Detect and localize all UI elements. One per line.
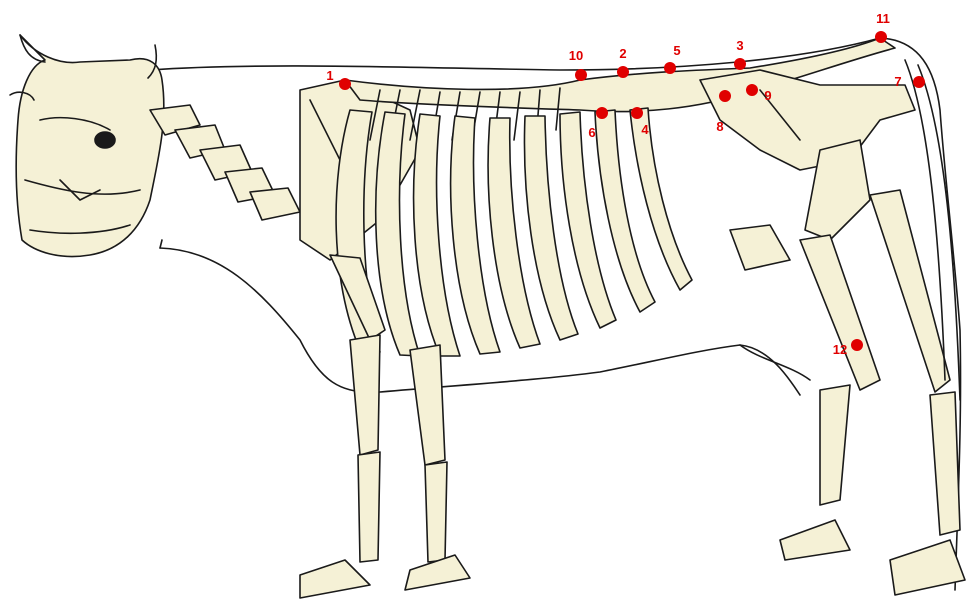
marker-dot xyxy=(339,78,351,90)
marker-3: 3 xyxy=(734,38,746,70)
marker-label: 9 xyxy=(764,88,771,103)
marker-label: 7 xyxy=(894,74,901,89)
skull xyxy=(16,35,164,257)
marker-dot xyxy=(575,69,587,81)
marker-dot xyxy=(617,66,629,78)
marker-2: 2 xyxy=(617,46,629,78)
marker-dot xyxy=(596,107,608,119)
marker-dot xyxy=(851,339,863,351)
marker-label: 5 xyxy=(673,43,680,58)
ribcage xyxy=(336,108,692,356)
marker-label: 3 xyxy=(736,38,743,53)
marker-dot xyxy=(734,58,746,70)
marker-dot xyxy=(875,31,887,43)
marker-dot xyxy=(664,62,676,74)
marker-label: 2 xyxy=(619,46,626,61)
udder-outline xyxy=(740,345,810,380)
marker-label: 11 xyxy=(876,11,890,26)
hind-leg xyxy=(730,140,965,595)
marker-dot xyxy=(631,107,643,119)
marker-label: 8 xyxy=(716,119,723,134)
marker-label: 6 xyxy=(588,125,595,140)
marker-dot xyxy=(913,76,925,88)
marker-dot xyxy=(746,84,758,96)
marker-dot xyxy=(719,90,731,102)
marker-label: 12 xyxy=(833,342,847,357)
marker-label: 10 xyxy=(569,48,583,63)
marker-10: 10 xyxy=(569,48,587,81)
marker-label: 4 xyxy=(641,122,649,137)
marker-7: 7 xyxy=(894,74,925,89)
marker-label: 1 xyxy=(326,68,333,83)
pelvis xyxy=(700,70,915,170)
cervical-vertebrae xyxy=(150,105,300,220)
marker-5: 5 xyxy=(664,43,681,74)
